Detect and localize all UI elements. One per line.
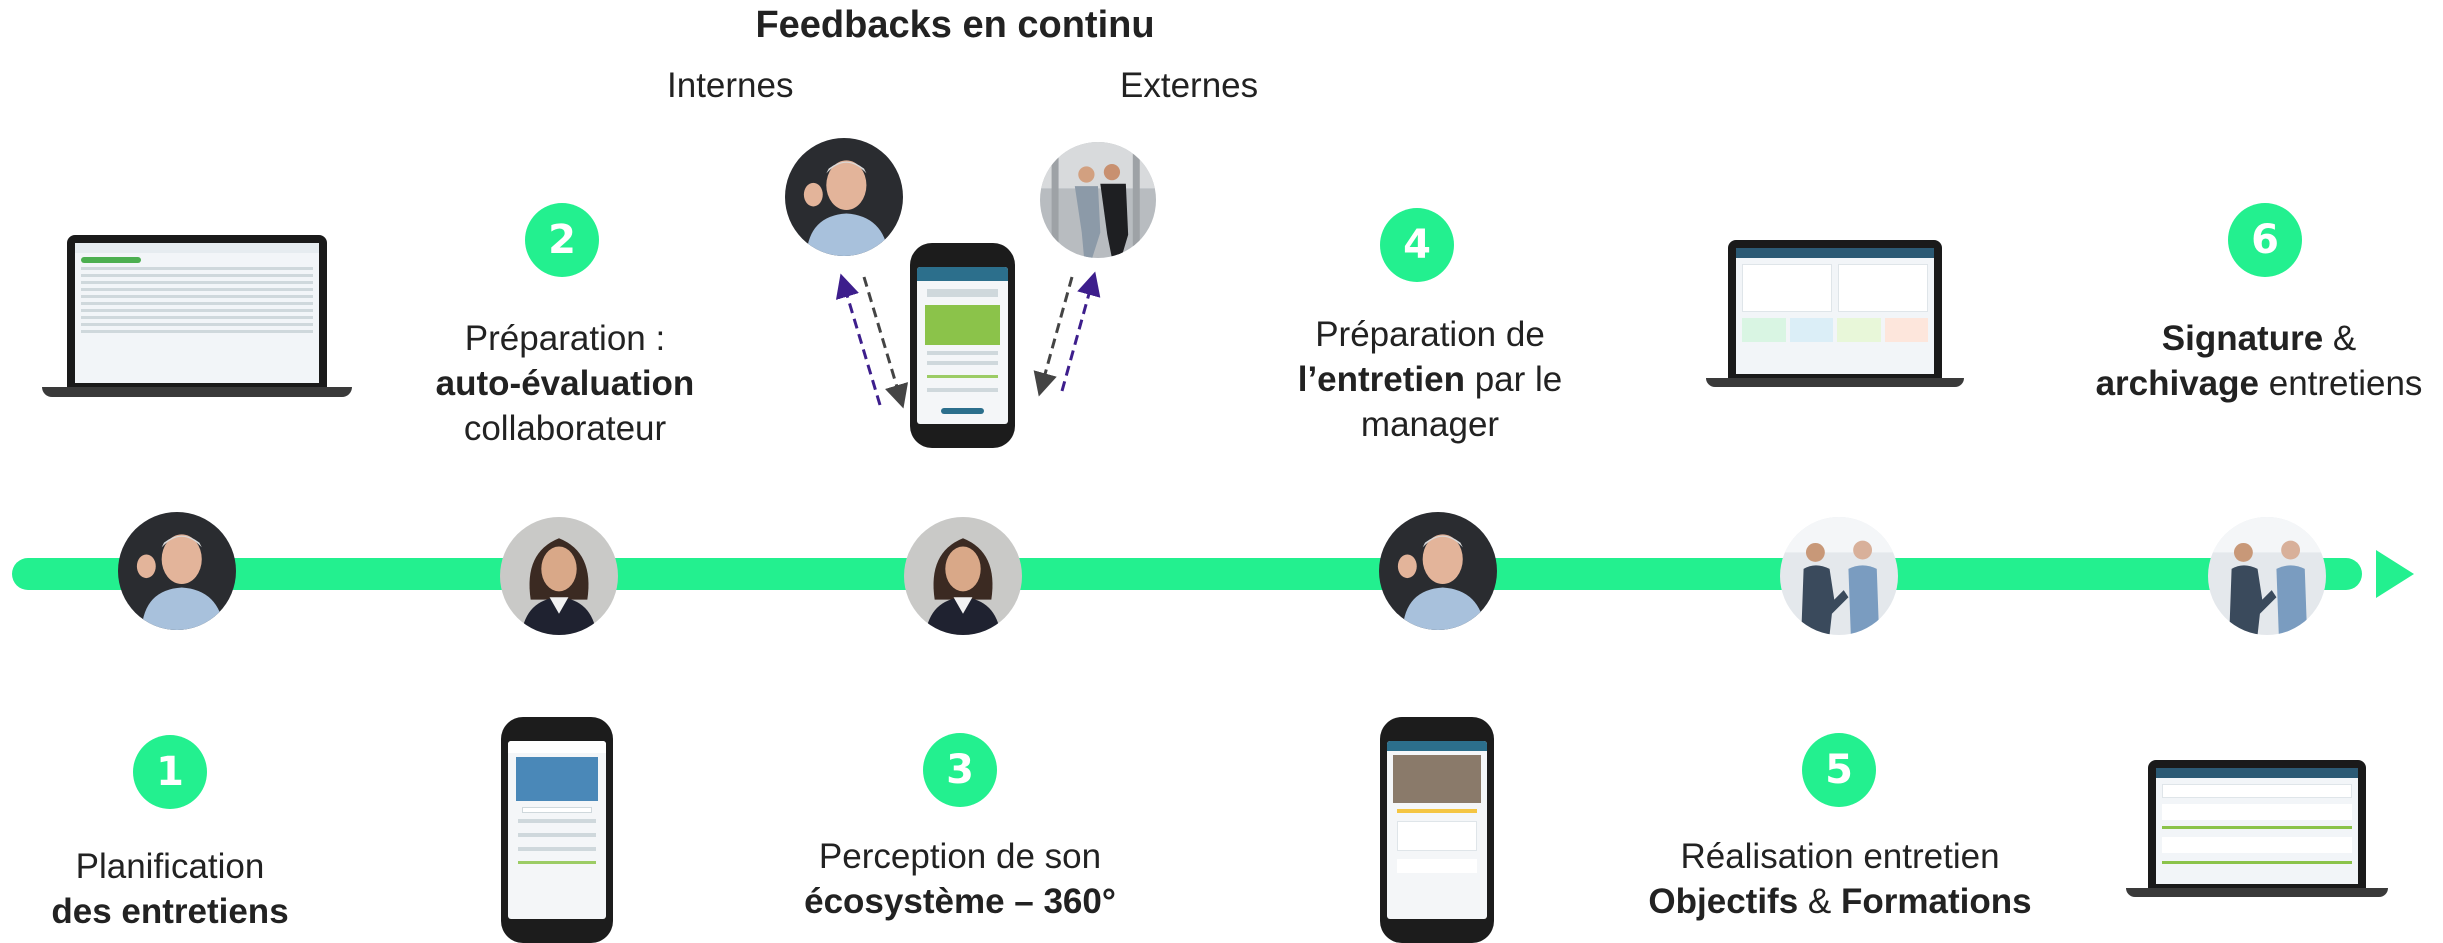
feedback-arrows bbox=[835, 271, 1101, 409]
handshake-photo-icon bbox=[2208, 517, 2326, 635]
timeline-bar bbox=[12, 558, 2362, 590]
laptop-icon bbox=[2126, 760, 2388, 898]
step-6-badge: 6 bbox=[2228, 203, 2302, 277]
step-5-badge: 5 bbox=[1802, 733, 1876, 807]
step-3-text: Perception de son écosystème – 360° bbox=[804, 837, 1116, 921]
step-2-badge: 2 bbox=[525, 203, 599, 277]
external-arrow-down bbox=[1033, 276, 1074, 397]
arrow-right-icon bbox=[2376, 550, 2414, 598]
employee-portrait-icon bbox=[500, 517, 618, 635]
feedback-internal-label: Internes bbox=[667, 66, 794, 105]
laptop-icon bbox=[42, 235, 352, 400]
step-1-badge: 1 bbox=[133, 735, 207, 809]
manager-portrait-icon bbox=[1379, 512, 1497, 630]
external-arrow-up bbox=[1060, 271, 1101, 392]
step-2-text: Préparation : auto-évaluation collaborat… bbox=[435, 319, 695, 448]
feedback-external-label: Externes bbox=[1120, 66, 1259, 105]
internal-arrow-down bbox=[862, 276, 909, 409]
step-1-text: Planification des entretiens bbox=[51, 847, 289, 931]
step-5-text: Réalisation entretien Objectifs & Format… bbox=[1648, 837, 2032, 921]
employee-portrait-icon bbox=[904, 517, 1022, 635]
manager-portrait-icon bbox=[785, 138, 903, 256]
step-6-text: Signature & archivage entretiens bbox=[2095, 319, 2423, 403]
laptop-icon bbox=[1706, 240, 1964, 388]
feedback-title: Feedbacks en continu bbox=[755, 4, 1155, 46]
smartphone-icon bbox=[910, 243, 1015, 448]
step-4-badge: 4 bbox=[1380, 208, 1454, 282]
step-3-badge: 3 bbox=[923, 733, 997, 807]
step-4-text: Préparation de l’entretien par le manage… bbox=[1297, 315, 1563, 444]
internal-arrow-up bbox=[835, 273, 882, 406]
colleagues-walking-icon bbox=[1040, 142, 1156, 258]
handshake-photo-icon bbox=[1780, 517, 1898, 635]
manager-portrait-icon bbox=[118, 512, 236, 630]
smartphone-icon bbox=[1380, 717, 1494, 943]
smartphone-icon bbox=[501, 717, 613, 943]
